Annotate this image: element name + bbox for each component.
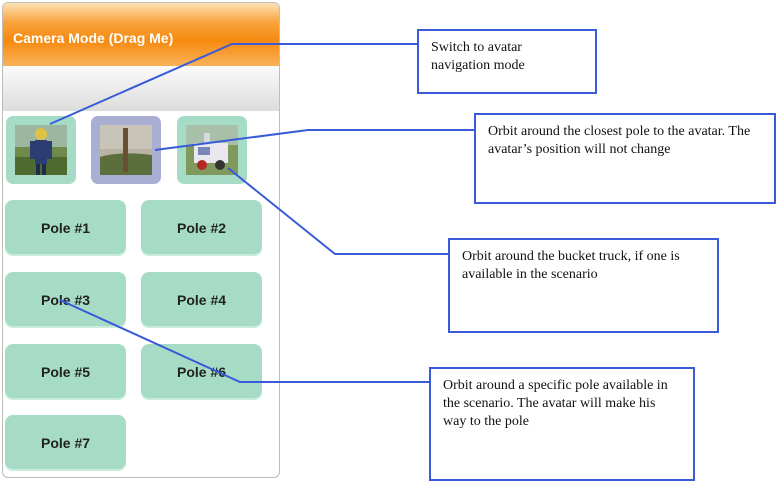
panel-toolbar bbox=[3, 66, 279, 111]
pole-6-button[interactable]: Pole #6 bbox=[141, 344, 262, 400]
pole-5-button[interactable]: Pole #5 bbox=[5, 344, 126, 400]
avatar-mode-button[interactable] bbox=[6, 116, 76, 184]
avatar-icon bbox=[15, 125, 67, 175]
camera-mode-panel[interactable]: Camera Mode (Drag Me) bbox=[2, 2, 280, 478]
callout-bucket-truck-text: Orbit around the bucket truck, if one is… bbox=[462, 249, 680, 282]
callout-avatar-mode: Switch to avatar navigation mode bbox=[417, 29, 597, 94]
callout-closest-pole: Orbit around the closest pole to the ava… bbox=[474, 113, 776, 204]
pole-3-label: Pole #3 bbox=[40, 292, 91, 308]
pole-4-label: Pole #4 bbox=[176, 292, 227, 308]
callout-bucket-truck: Orbit around the bucket truck, if one is… bbox=[448, 238, 719, 333]
pole-3-button[interactable]: Pole #3 bbox=[5, 272, 126, 328]
pole-6-label: Pole #6 bbox=[176, 364, 227, 380]
bucket-truck-icon bbox=[186, 125, 238, 175]
bucket-truck-button[interactable] bbox=[177, 116, 247, 184]
callout-closest-pole-text: Orbit around the closest pole to the ava… bbox=[488, 124, 751, 157]
callout-specific-pole-text: Orbit around a specific pole available i… bbox=[443, 378, 668, 429]
panel-title: Camera Mode (Drag Me) bbox=[13, 30, 174, 46]
pole-5-label: Pole #5 bbox=[40, 364, 91, 380]
pole-4-button[interactable]: Pole #4 bbox=[141, 272, 262, 328]
callout-avatar-text: Switch to avatar navigation mode bbox=[431, 40, 525, 73]
pole-2-button[interactable]: Pole #2 bbox=[141, 200, 262, 256]
pole-7-button[interactable]: Pole #7 bbox=[5, 415, 126, 471]
callout-specific-pole: Orbit around a specific pole available i… bbox=[429, 367, 695, 481]
pole-1-button[interactable]: Pole #1 bbox=[5, 200, 126, 256]
pole-1-label: Pole #1 bbox=[40, 220, 91, 236]
closest-pole-button[interactable] bbox=[91, 116, 161, 184]
pole-icon bbox=[100, 125, 152, 175]
panel-title-bar[interactable]: Camera Mode (Drag Me) bbox=[3, 3, 279, 66]
pole-7-label: Pole #7 bbox=[40, 435, 91, 451]
pole-2-label: Pole #2 bbox=[176, 220, 227, 236]
